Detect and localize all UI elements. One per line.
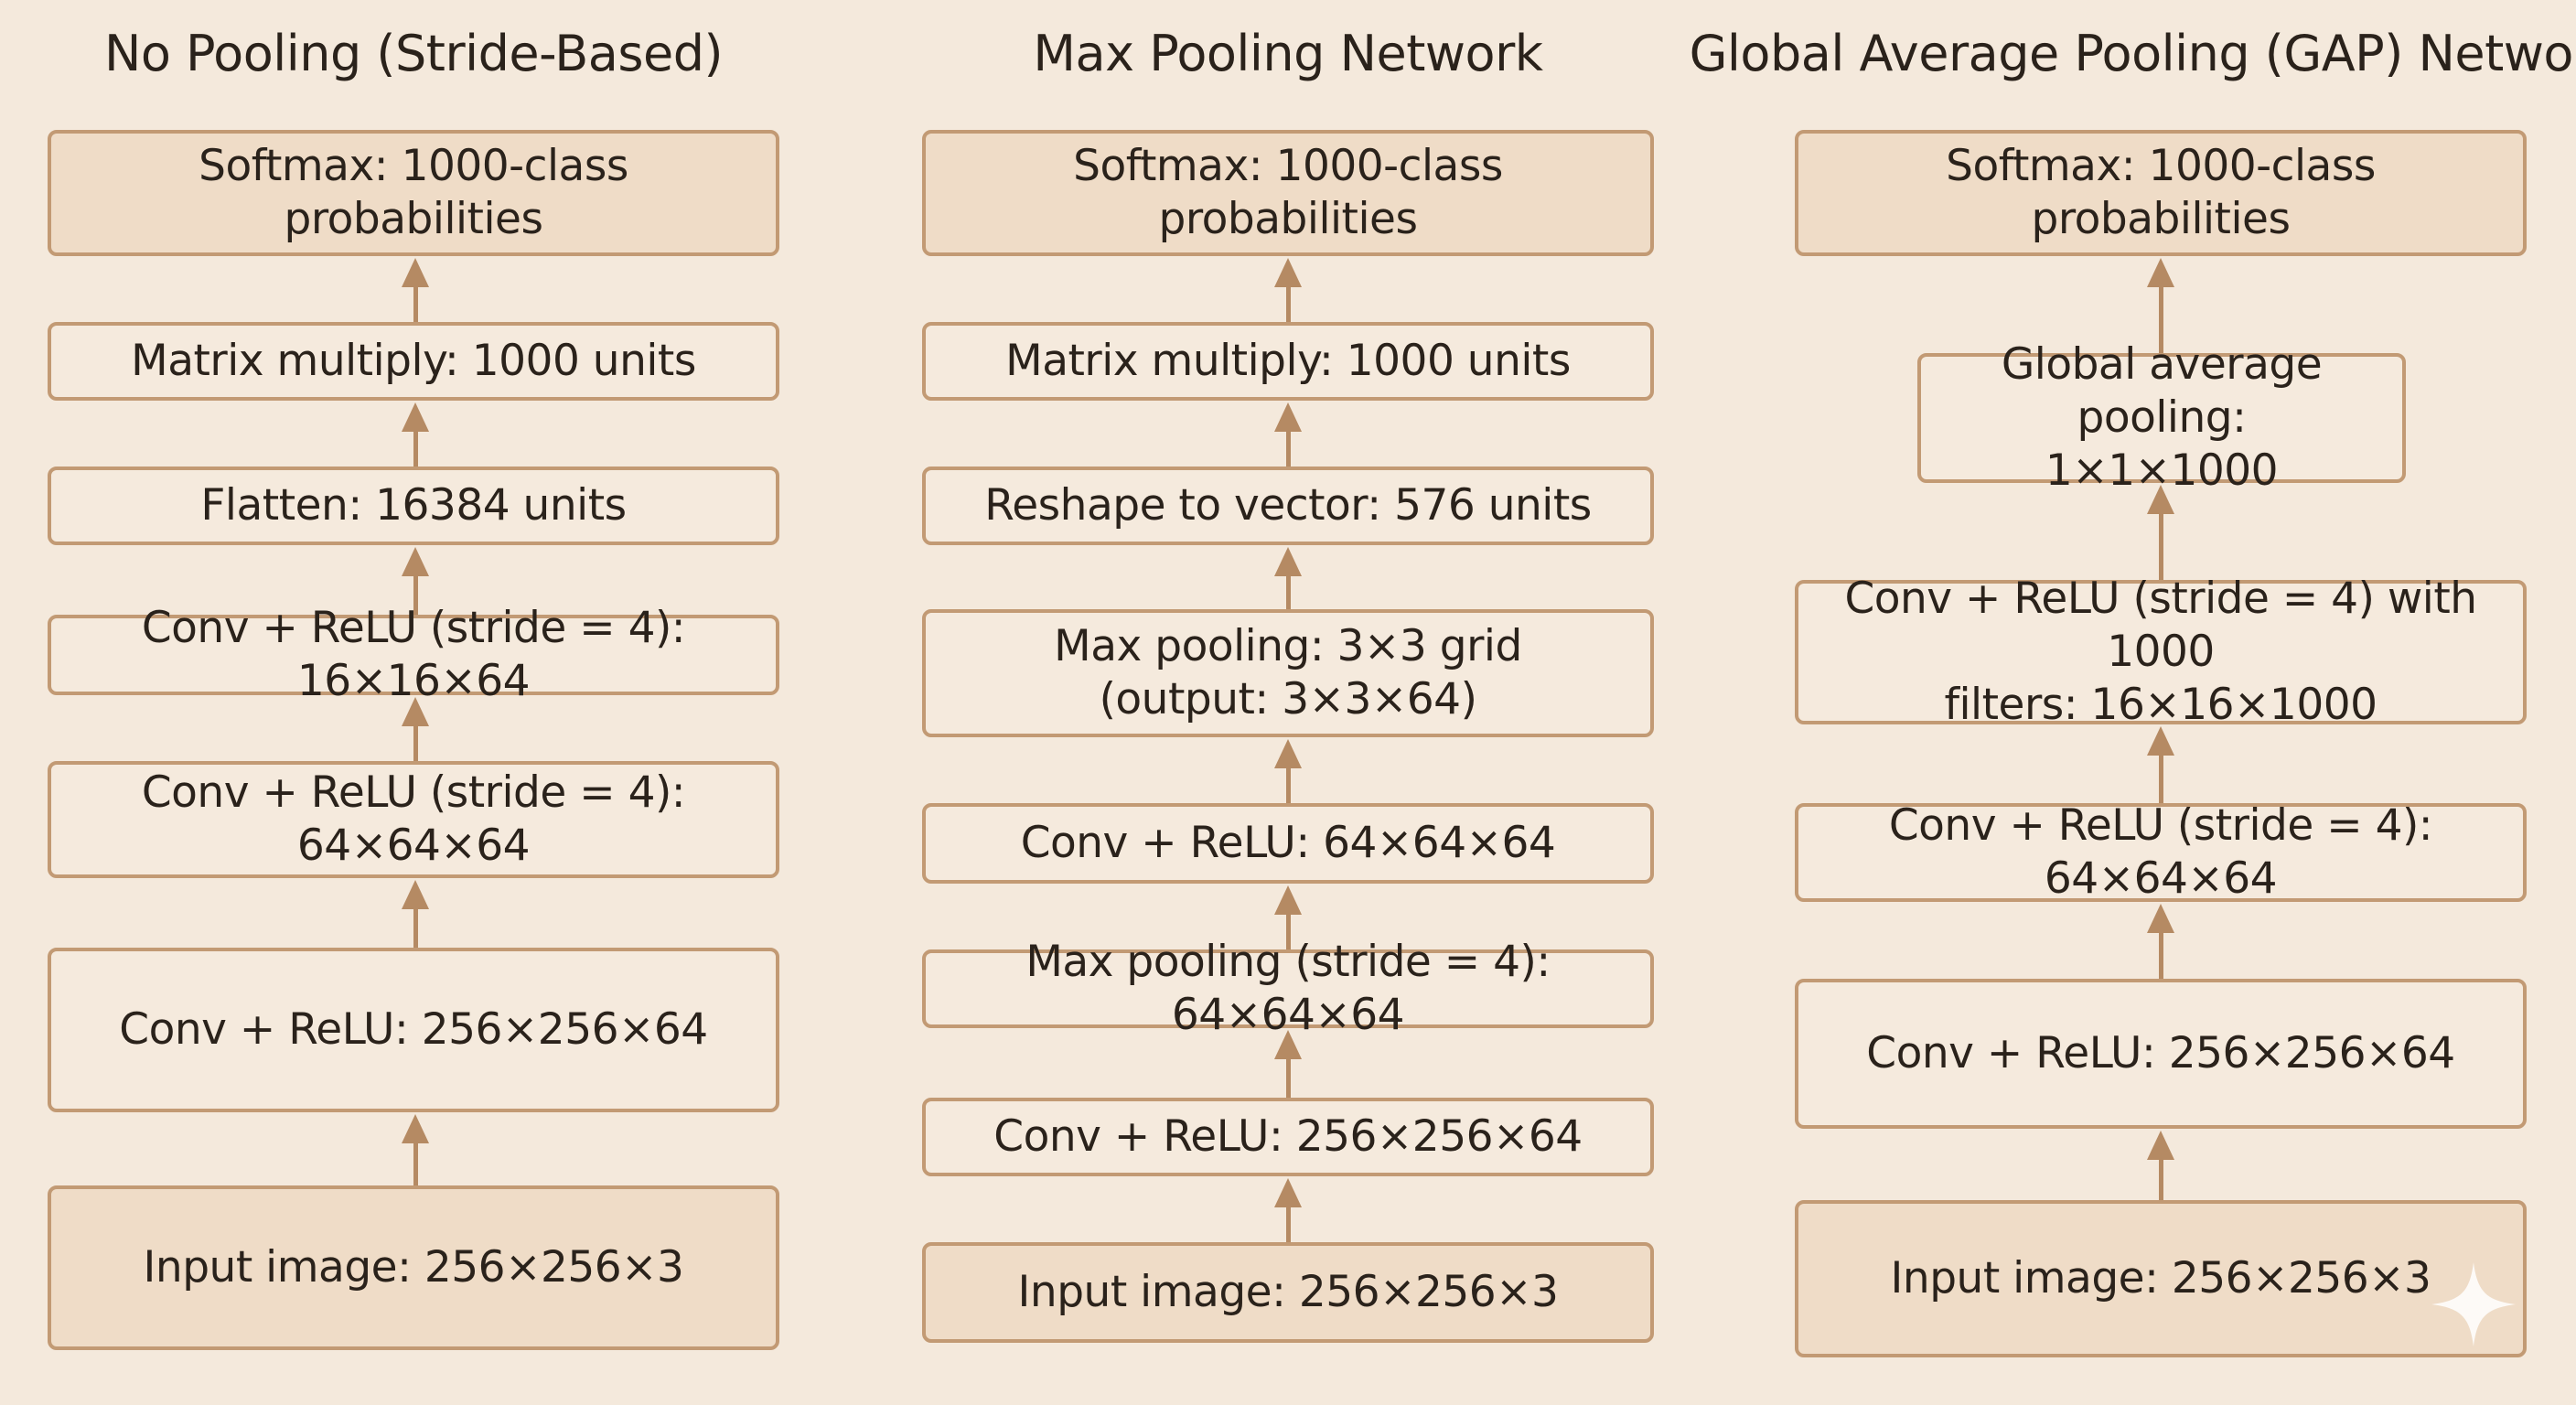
max-pooling-input-box: Input image: 256×256×3 [922,1242,1654,1343]
column-title-max-pooling: Max Pooling Network [1033,24,1543,82]
arrow-up-icon [2147,726,2174,803]
max-pooling-reshape-box: Reshape to vector: 576 units [922,467,1654,545]
box-label: Conv + ReLU: 64×64×64 [1020,818,1556,868]
box-label: Matrix multiply: 1000 units [1005,336,1571,386]
box-label: Max pooling: 3×3 grid (output: 3×3×64) [1054,621,1522,724]
arrow-up-icon [1274,547,1302,609]
box-label: Conv + ReLU (stride = 4): 16×16×64 [141,603,686,706]
sparkle-icon [2431,1262,2516,1346]
arrow-up-icon [402,880,429,948]
box-label: Input image: 256×256×3 [1890,1253,2431,1303]
no-pooling-conv2-box: Conv + ReLU (stride = 4): 64×64×64 [48,761,779,878]
arrow-up-icon [2147,485,2174,580]
gap-softmax-box: Softmax: 1000-class probabilities [1795,130,2527,256]
column-title-no-pooling: No Pooling (Stride-Based) [103,24,724,82]
gap-pooling-box: Global average pooling: 1×1×1000 [1917,339,2406,496]
max-pooling-matmul-box: Matrix multiply: 1000 units [922,322,1654,401]
arrow-up-icon [2147,258,2174,353]
gap-input-box: Input image: 256×256×3 [1795,1200,2527,1357]
box-label: Reshape to vector: 576 units [984,480,1592,531]
box-label: Conv + ReLU (stride = 4): 64×64×64 [1888,800,2433,904]
arrow-up-icon [402,547,429,615]
no-pooling-conv1-box: Conv + ReLU: 256×256×64 [48,948,779,1112]
box-label: Flatten: 16384 units [200,480,627,531]
no-pooling-softmax-box: Softmax: 1000-class probabilities [48,130,779,256]
box-label: Conv + ReLU: 256×256×64 [119,1004,708,1055]
box-label: Softmax: 1000-class probabilities [1073,141,1503,244]
arrow-up-icon [402,697,429,761]
no-pooling-conv3-box: Conv + ReLU (stride = 4): 16×16×64 [48,603,779,706]
box-label: Global average pooling: 1×1×1000 [2001,339,2323,496]
no-pooling-matmul-box: Matrix multiply: 1000 units [48,322,779,401]
arrow-up-icon [402,1114,429,1185]
max-pooling-conv2-box: Conv + ReLU: 64×64×64 [922,803,1654,884]
arrow-up-icon [2147,904,2174,979]
column-title-gap: Global Average Pooling (GAP) Network [1689,24,2576,82]
box-label: Softmax: 1000-class probabilities [199,141,628,244]
gap-conv1-box: Conv + ReLU: 256×256×64 [1795,979,2527,1129]
no-pooling-input-box: Input image: 256×256×3 [48,1185,779,1350]
arrow-up-icon [402,258,429,322]
gap-conv2-box: Conv + ReLU (stride = 4): 64×64×64 [1795,800,2527,904]
box-label: Matrix multiply: 1000 units [131,336,696,386]
arrow-up-icon [402,402,429,467]
no-pooling-flatten-box: Flatten: 16384 units [48,467,779,545]
arrow-up-icon [1274,1178,1302,1242]
arrow-up-icon [1274,739,1302,803]
box-label: Conv + ReLU: 256×256×64 [993,1111,1583,1162]
arrow-up-icon [2147,1131,2174,1200]
arrow-up-icon [1274,402,1302,467]
box-label: Input image: 256×256×3 [1017,1267,1559,1317]
arrow-up-icon [1274,258,1302,322]
max-pooling-softmax-box: Softmax: 1000-class probabilities [922,130,1654,256]
gap-conv3-box: Conv + ReLU (stride = 4) with 1000 filte… [1795,574,2527,730]
box-label: Max pooling (stride = 4): 64×64×64 [1025,937,1551,1040]
max-pooling-conv1-box: Conv + ReLU: 256×256×64 [922,1098,1654,1176]
box-label: Conv + ReLU: 256×256×64 [1866,1028,2455,1078]
box-label: Conv + ReLU (stride = 4) with 1000 filte… [1844,574,2477,730]
box-label: Softmax: 1000-class probabilities [1946,141,2376,244]
arrow-up-icon [1274,885,1302,949]
max-pooling-stride-box: Max pooling (stride = 4): 64×64×64 [922,937,1654,1040]
box-label: Input image: 256×256×3 [143,1242,684,1292]
max-pooling-grid-box: Max pooling: 3×3 grid (output: 3×3×64) [922,609,1654,737]
arrow-up-icon [1274,1030,1302,1098]
box-label: Conv + ReLU (stride = 4): 64×64×64 [141,767,686,871]
